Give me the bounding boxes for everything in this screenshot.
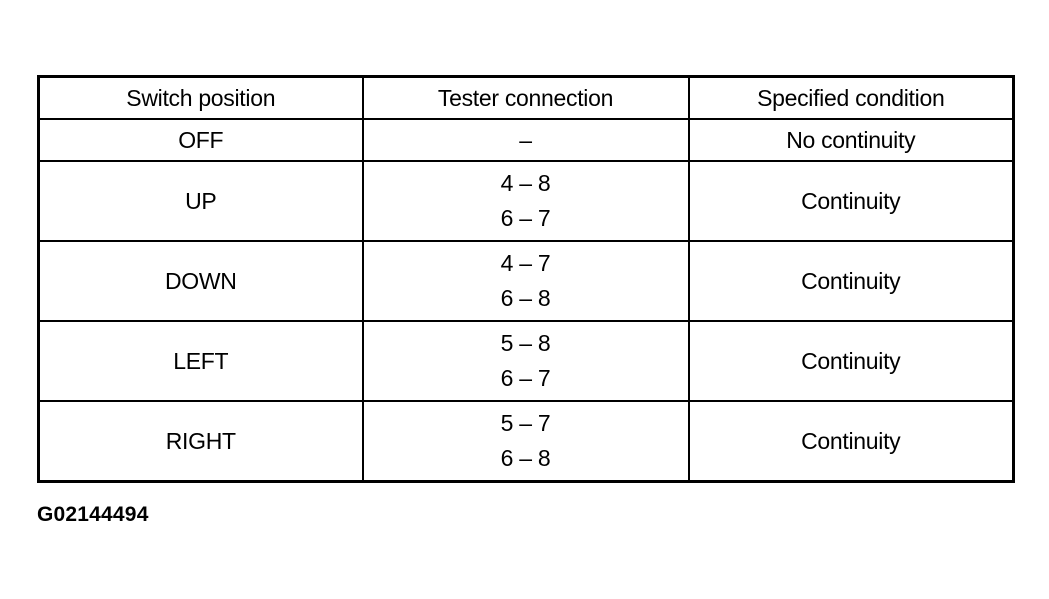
cell-connection: 5 – 7 6 – 8 — [361, 400, 690, 483]
connection-pair: 6 – 7 — [500, 365, 551, 391]
cell-condition: Continuity — [687, 400, 1015, 483]
connection-pair: 6 – 7 — [500, 205, 551, 231]
switch-inspection-table: Switch position Tester connection Specif… — [37, 75, 1015, 483]
header-specified-condition: Specified condition — [687, 75, 1015, 120]
cell-condition: No continuity — [687, 118, 1015, 162]
connection-pair: 4 – 8 — [500, 170, 551, 196]
table-row-right: RIGHT 5 – 7 6 – 8 Continuity — [37, 400, 1015, 483]
cell-position: UP — [37, 160, 364, 242]
header-switch-position: Switch position — [37, 75, 364, 120]
connection-pair: 6 – 8 — [500, 285, 551, 311]
cell-connection: – — [361, 118, 690, 162]
connection-pair: 4 – 7 — [500, 250, 551, 276]
table-row-down: DOWN 4 – 7 6 – 8 Continuity — [37, 240, 1015, 322]
cell-connection: 4 – 8 6 – 7 — [361, 160, 690, 242]
cell-condition: Continuity — [687, 160, 1015, 242]
cell-condition: Continuity — [687, 320, 1015, 402]
cell-position: RIGHT — [37, 400, 364, 483]
cell-connection: 5 – 8 6 – 7 — [361, 320, 690, 402]
cell-position: OFF — [37, 118, 364, 162]
cell-condition: Continuity — [687, 240, 1015, 322]
table-row-up: UP 4 – 8 6 – 7 Continuity — [37, 160, 1015, 242]
connection-pair: 5 – 8 — [500, 330, 551, 356]
table-row-left: LEFT 5 – 8 6 – 7 Continuity — [37, 320, 1015, 402]
connection-pair: 5 – 7 — [500, 410, 551, 436]
connection-pair: 6 – 8 — [500, 445, 551, 471]
table-row-off: OFF – No continuity — [37, 118, 1015, 162]
cell-position: DOWN — [37, 240, 364, 322]
cell-connection: 4 – 7 6 – 8 — [361, 240, 690, 322]
connection-pair: – — [519, 126, 532, 153]
table-header-row: Switch position Tester connection Specif… — [37, 75, 1015, 120]
cell-position: LEFT — [37, 320, 364, 402]
figure-id: G02144494 — [37, 503, 149, 526]
header-tester-connection: Tester connection — [361, 75, 690, 120]
